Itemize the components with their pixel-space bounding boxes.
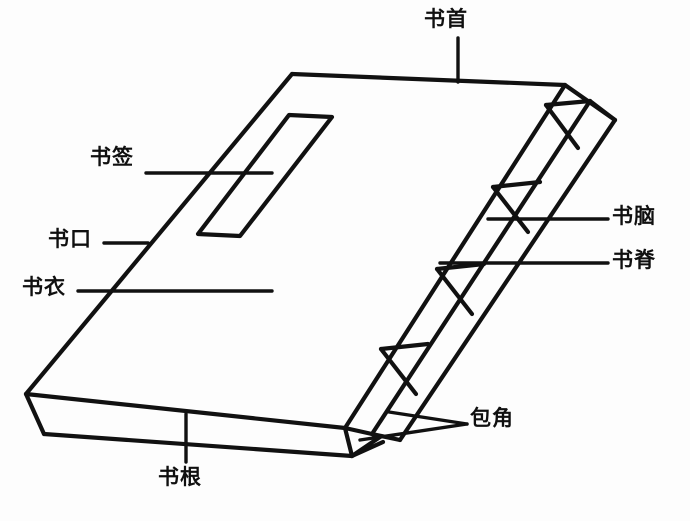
- spine-band: [342, 82, 593, 437]
- label-jacket: 书衣: [22, 275, 66, 299]
- label-foot: 书根: [158, 465, 202, 489]
- corner-wrap-detail: [349, 439, 386, 459]
- label-corner-wrap: 包角: [470, 406, 514, 430]
- leader-corner-wrap-lower: [358, 422, 469, 442]
- leader-corner-wrap-upper: [387, 410, 469, 426]
- bookmark-slip: [195, 112, 335, 239]
- label-fore-edge: 书口: [48, 227, 92, 251]
- label-bookmark: 书签: [90, 145, 134, 169]
- leader-lines: [76, 36, 610, 464]
- spine-stitch-marks: [378, 98, 593, 397]
- label-head: 书首: [424, 7, 468, 31]
- label-back-margin: 书脑: [612, 204, 656, 228]
- label-spine: 书脊: [612, 248, 656, 272]
- book-foot-thickness: [23, 391, 383, 459]
- front-cover-face: [23, 71, 568, 431]
